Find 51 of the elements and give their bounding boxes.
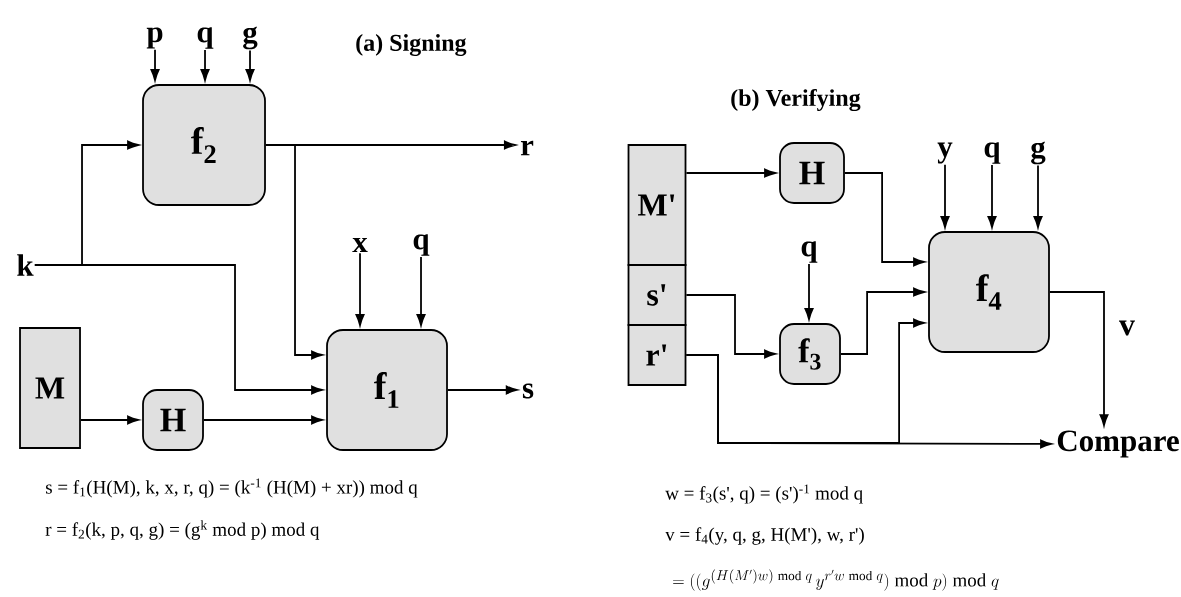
input-label: x xyxy=(352,237,368,253)
arrow xyxy=(200,49,210,81)
input-label: q xyxy=(801,241,818,263)
input-label: g xyxy=(243,26,258,50)
arrow xyxy=(80,415,139,425)
input-label: g xyxy=(1031,141,1046,165)
edge-label: v xyxy=(1118,319,1136,337)
arrow xyxy=(245,49,255,81)
function-box: H xyxy=(142,389,204,451)
arrow xyxy=(685,294,776,359)
arrow xyxy=(1049,291,1109,426)
formula-text: w = f$_{3}$(s', q) = (s')$^{-1}$ mod q xyxy=(665,484,863,504)
message-box: M xyxy=(19,327,81,449)
function-box: H xyxy=(779,142,845,204)
arrow xyxy=(1033,164,1043,228)
function-box: f$_{3}$ xyxy=(779,323,841,385)
arrow xyxy=(447,385,518,395)
formula-text: v = f$_{4}$(y, q, g, H(M'), w, r') xyxy=(665,527,864,545)
panel-title: (a) Signing xyxy=(356,34,467,56)
arrow xyxy=(355,252,365,326)
function-box: f$_{2}$ xyxy=(142,84,266,206)
arrow xyxy=(804,263,814,320)
arrow xyxy=(416,256,426,326)
function-box: f$_{4}$ xyxy=(928,231,1050,353)
input-label: r xyxy=(520,140,534,156)
message-box: r' xyxy=(627,324,687,386)
input-label: k xyxy=(17,254,34,276)
message-box: M' xyxy=(627,144,687,266)
formula-text: r = f$_{2}$(k, p, q, g) = (g$^{k}$ mod p) mod q xyxy=(45,520,320,540)
input-label: Compare xyxy=(1057,430,1179,458)
message-box: s' xyxy=(627,264,687,326)
arrow xyxy=(844,172,925,267)
input-label: q xyxy=(984,142,1001,164)
formula-text: s = f$_{1}$(H(M), k, x, r, q) = (k$^{-1}$ (H(M) + xr)) mod q xyxy=(46,478,418,498)
arrow xyxy=(203,415,323,425)
input-label: y xyxy=(937,142,953,164)
input-label: s xyxy=(522,383,534,399)
input-label: q xyxy=(197,27,214,49)
arrow xyxy=(33,264,323,395)
input-label: q xyxy=(413,234,430,256)
arrow xyxy=(940,163,950,228)
arrow xyxy=(150,48,160,81)
input-label: p xyxy=(146,27,163,49)
function-box: f$_{1}$ xyxy=(326,329,448,451)
arrow xyxy=(265,144,323,360)
arrow xyxy=(987,164,997,228)
arrow xyxy=(685,168,776,178)
arrow xyxy=(840,287,925,355)
arrow xyxy=(685,354,1052,449)
panel-title: (b) Verifying xyxy=(731,88,861,112)
formula-text: $= ((g^{(H(M')w) \bmod q}\, y^{r'w \bmod q}) \bmod p) \bmod q$ xyxy=(673,569,999,591)
